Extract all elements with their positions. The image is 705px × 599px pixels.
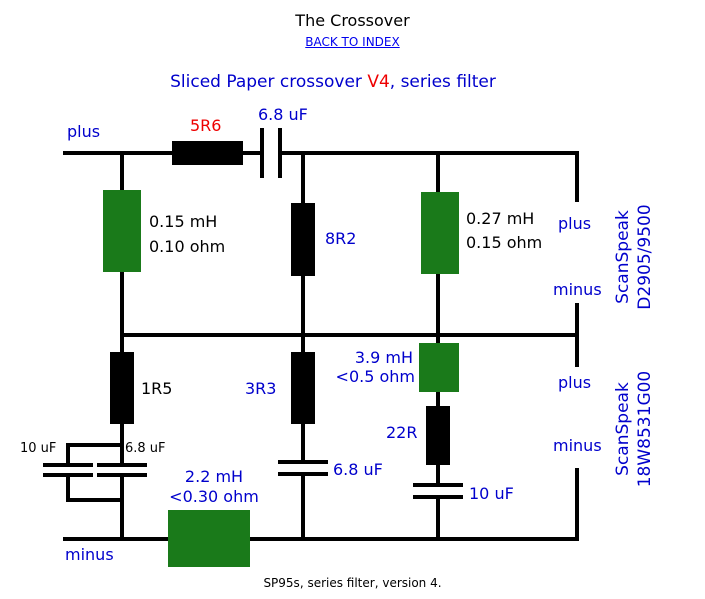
label-cap-left-6-8uf: 6.8 uF (125, 441, 166, 456)
label-tweeter-minus: minus (553, 280, 602, 299)
resistor-5r6 (172, 141, 243, 165)
label-l1-resistance: 0.10 ohm (149, 237, 225, 256)
inductor-0-27mh (421, 192, 459, 274)
resistor-8r2 (291, 203, 315, 276)
label-cap-mid-6-8uf: 6.8 uF (333, 460, 383, 479)
inductor-3-9mh (419, 343, 459, 392)
back-to-index-link-container: BACK TO INDEX (0, 35, 705, 49)
label-l2-resistance: 0.15 ohm (466, 233, 542, 252)
label-l4-value: 2.2 mH (185, 467, 243, 486)
label-3r3: 3R3 (245, 379, 276, 398)
label-tweeter-name: ScanSpeak (613, 210, 633, 304)
label-series-cap: 6.8 uF (258, 105, 308, 124)
label-22r: 22R (386, 423, 417, 442)
page-title: The Crossover (295, 11, 410, 30)
capacitor-right-10uf (413, 483, 463, 499)
label-woofer-minus: minus (553, 436, 602, 455)
capacitor-left-6-8uf (97, 463, 147, 477)
label-l4-resistance: <0.30 ohm (169, 487, 259, 506)
heading-suffix: , series filter (390, 72, 496, 92)
label-cap-left-10uf: 10 uF (20, 441, 56, 456)
label-tweeter-model: D2905/9500 (635, 204, 655, 309)
resistor-22r (426, 406, 450, 465)
inductor-2-2mh (168, 510, 250, 567)
label-top-plus: plus (67, 122, 100, 141)
heading-version: V4 (367, 72, 389, 92)
label-woofer-name: ScanSpeak (613, 382, 633, 476)
capacitor-left-10uf (43, 463, 93, 477)
back-to-index-link[interactable]: BACK TO INDEX (305, 35, 400, 49)
capacitor-mid-6-8uf (278, 460, 328, 476)
heading-prefix: Sliced Paper crossover (170, 72, 367, 92)
resistor-3r3 (291, 352, 315, 424)
label-5r6: 5R6 (190, 116, 221, 135)
label-l2-value: 0.27 mH (466, 209, 534, 228)
label-l1-value: 0.15 mH (149, 212, 217, 231)
label-l3-resistance: <0.5 ohm (336, 367, 415, 386)
resistor-1r5 (110, 352, 134, 424)
label-8r2: 8R2 (325, 229, 356, 248)
inductor-0-15mh (103, 190, 141, 272)
label-woofer-plus: plus (558, 373, 591, 392)
label-bottom-minus: minus (65, 545, 114, 564)
diagram-heading: Sliced Paper crossover V4, series filter (170, 72, 496, 92)
capacitors (43, 128, 463, 499)
inductors (103, 190, 459, 567)
resistors (110, 141, 450, 465)
capacitor-series-6-8uf (260, 128, 282, 178)
label-woofer-model: 18W8531G00 (635, 371, 655, 488)
wires (63, 151, 579, 541)
label-1r5: 1R5 (141, 379, 172, 398)
footer-caption: SP95s, series filter, version 4. (263, 576, 442, 590)
label-l3-value: 3.9 mH (355, 348, 413, 367)
label-cap-right-10uf: 10 uF (469, 484, 514, 503)
label-tweeter-plus: plus (558, 214, 591, 233)
